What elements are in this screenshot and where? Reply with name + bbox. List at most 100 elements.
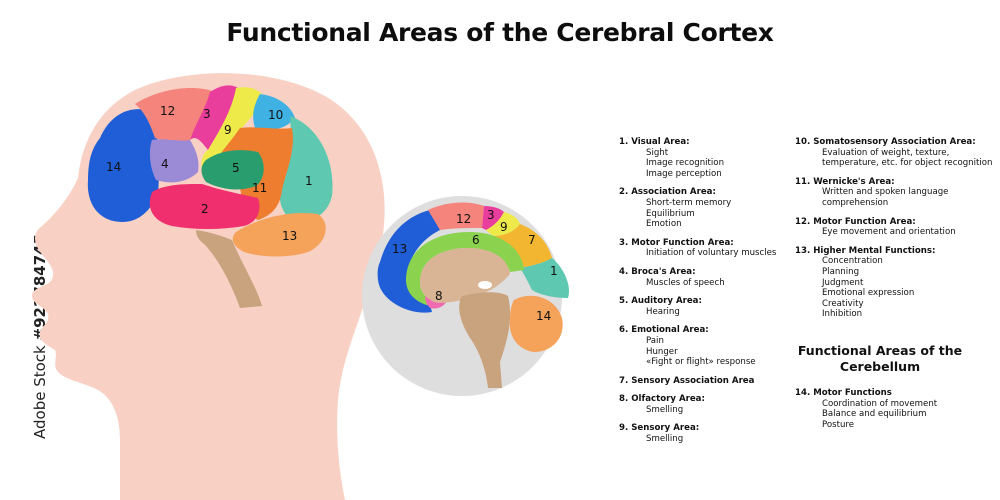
lateral-label-9: 9	[224, 123, 232, 137]
legend-function: Pain	[646, 335, 664, 346]
legend-function: Eye movement and orientation	[822, 227, 956, 238]
region-2-association	[149, 184, 260, 229]
brainstem-lateral	[196, 230, 262, 308]
sagittal-label-7: 7	[528, 233, 536, 247]
region-5-auditory	[201, 150, 264, 190]
legend-function: Hunger	[646, 346, 678, 357]
lateral-label-4: 4	[161, 157, 169, 171]
legend-function: Inhibition	[822, 309, 863, 320]
region-14-cerebellum	[232, 212, 326, 257]
legend-function: Balance and equilibrium	[822, 409, 927, 420]
region-3-motor	[190, 85, 238, 150]
sagittal-label-9: 9	[500, 220, 508, 234]
legend-function: Concentration	[822, 256, 883, 267]
legend-heading: 3. Motor Function Area:	[619, 237, 734, 248]
legend-cortex-right: 10. Somatosensory Association Area:Evalu…	[795, 137, 995, 328]
lateral-label-13: 14	[106, 160, 121, 174]
sag-region-3	[482, 206, 504, 230]
legend-heading: 2. Association Area:	[619, 187, 716, 198]
legend-item: 4. Broca's Area:Muscles of speech	[619, 267, 794, 288]
sag-region-12	[428, 202, 484, 230]
legend-item: 9. Sensory Area:Smelling	[619, 423, 794, 444]
legend-function: Written and spoken language	[822, 187, 949, 198]
legend-function: temperature, etc. for object recognition	[822, 158, 993, 169]
sag-region-14	[509, 295, 563, 352]
legend-function: Smelling	[646, 404, 684, 415]
sagittal-label-8: 8	[435, 289, 443, 303]
legend-heading: 13. Higher Mental Functions:	[795, 245, 936, 256]
legend-function: Creativity	[822, 298, 864, 309]
legend-function: Coordination of movement	[822, 398, 938, 409]
region-1-visual	[279, 116, 333, 222]
region-10-somatosensory	[253, 94, 295, 130]
sag-region-13	[377, 210, 440, 313]
legend-function: Hearing	[646, 306, 680, 317]
legend-item: 13. Higher Mental Functions:Concentratio…	[795, 246, 995, 320]
legend-function: Emotion	[646, 219, 682, 230]
legend-function: Emotional expression	[822, 288, 915, 299]
sagittal-label-13: 13	[392, 242, 407, 256]
legend-heading: 4. Broca's Area:	[619, 266, 696, 277]
legend-function: Muscles of speech	[646, 277, 725, 288]
sag-inner-brain	[420, 248, 510, 303]
legend-item: 5. Auditory Area:Hearing	[619, 296, 794, 317]
legend-heading: 12. Motor Function Area:	[795, 216, 916, 227]
legend-function: Judgment	[822, 277, 864, 288]
legend-heading: 10. Somatosensory Association Area:	[795, 137, 976, 147]
lateral-label-12: 12	[160, 104, 175, 118]
lateral-brain	[87, 85, 333, 308]
legend-function: Equilibrium	[646, 208, 695, 219]
region-13-higher-mental	[87, 109, 160, 222]
legend-heading: 11. Wernicke's Area:	[795, 176, 895, 187]
cerebellum-title: Functional Areas of the Cerebellum	[797, 343, 963, 374]
sag-region-1	[520, 258, 570, 298]
lateral-label-11: 11	[252, 181, 267, 195]
region-9-sensory	[201, 87, 262, 170]
legend-function: Short-term memory	[646, 197, 732, 208]
sag-region-6	[406, 232, 524, 306]
region-12-eye-motor	[135, 88, 215, 144]
legend-item: 11. Wernicke's Area:Written and spoken l…	[795, 177, 995, 209]
lateral-label-5: 5	[232, 161, 240, 175]
sag-region-9	[486, 212, 520, 236]
region-4-broca	[149, 139, 199, 183]
lateral-label-2: 2	[201, 202, 209, 216]
legend-function: «Fight or flight» response	[646, 357, 756, 368]
sagittal-label-14: 14	[536, 309, 551, 323]
lateral-label-1: 1	[305, 174, 313, 188]
legend-heading: 8. Olfactory Area:	[619, 394, 705, 405]
legend-function: Sight	[646, 147, 669, 158]
sagittal-view	[362, 196, 570, 396]
legend-function: Image perception	[646, 168, 722, 179]
legend-heading: 5. Auditory Area:	[619, 296, 702, 307]
legend-item: 7. Sensory Association Area	[619, 376, 794, 387]
lateral-labels: 14 12 3 9 10 4 5 11 1 2 13	[106, 104, 313, 243]
legend-heading: 6. Emotional Area:	[619, 325, 709, 336]
legend-function: Evaluation of weight, texture,	[822, 147, 950, 158]
lateral-label-10: 10	[268, 108, 283, 122]
legend-function: Initiation of voluntary muscles	[646, 248, 777, 259]
legend-item: 10. Somatosensory Association Area:Evalu…	[795, 137, 995, 169]
sag-brainstem	[459, 292, 511, 388]
legend-heading: 14. Motor Functions	[795, 388, 892, 398]
legend-function: Image recognition	[646, 158, 725, 169]
sagittal-label-6: 6	[472, 233, 480, 247]
legend-heading: 1. Visual Area:	[619, 137, 690, 147]
sag-thalamus	[478, 281, 492, 289]
legend-item: 8. Olfactory Area:Smelling	[619, 394, 794, 415]
legend-heading: 9. Sensory Area:	[619, 423, 700, 434]
legend-function: Smelling	[646, 434, 684, 445]
sagittal-labels: 13 12 3 9 7 6 1 8 14	[392, 208, 558, 323]
legend-item: 12. Motor Function Area:Eye movement and…	[795, 217, 995, 238]
sagittal-label-3: 3	[487, 208, 495, 222]
legend-item: 3. Motor Function Area:Initiation of vol…	[619, 238, 794, 259]
legend-heading: 7. Sensory Association Area	[619, 375, 755, 386]
diagram-title: Functional Areas of the Cerebral Cortex	[226, 18, 774, 47]
